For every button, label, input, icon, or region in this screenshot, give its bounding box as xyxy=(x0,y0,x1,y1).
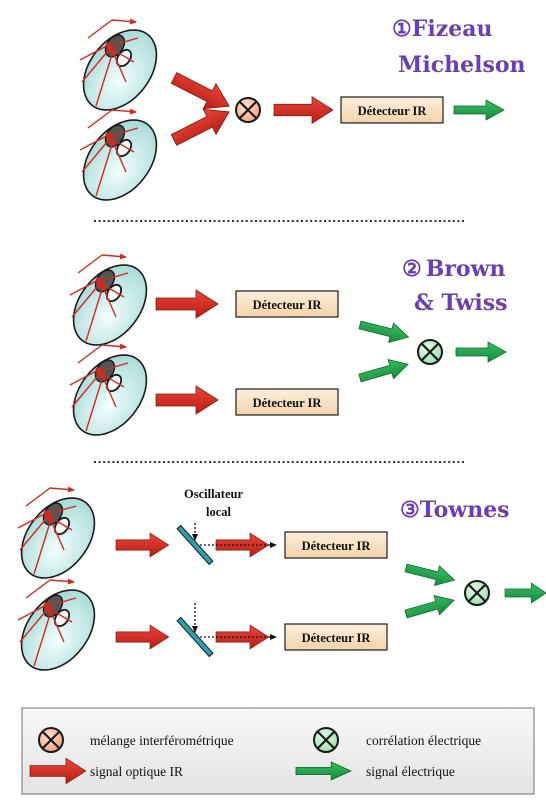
telescope-2-icon xyxy=(69,106,172,214)
telescope-1-icon xyxy=(69,16,172,124)
detector-box-2: Détecteur IR xyxy=(235,388,339,416)
optical-arrow xyxy=(167,98,236,153)
oscillator-label-line-2: local xyxy=(206,505,232,519)
electrical-arrow xyxy=(402,590,458,625)
detector-label: Détecteur IR xyxy=(302,631,372,645)
electrical-arrow xyxy=(455,341,507,363)
optical-arrow xyxy=(167,65,236,120)
electrical-arrow xyxy=(504,582,546,604)
electrical-arrow xyxy=(403,557,458,591)
detector-label: Détecteur IR xyxy=(253,396,323,410)
detector-box-2: Détecteur IR xyxy=(284,623,388,651)
legend-electrical-label: signal électrique xyxy=(366,764,455,779)
legend-optical-label: signal optique IR xyxy=(90,764,183,779)
optical-arrow xyxy=(155,289,219,319)
electrical-correlation-icon xyxy=(312,726,340,754)
detector-box: Détecteur IR xyxy=(340,96,444,124)
telescope-2-icon xyxy=(59,341,162,449)
optical-arrow xyxy=(273,96,334,124)
electrical-correlation-icon xyxy=(416,338,444,366)
interferometric-mixing-icon xyxy=(37,726,65,754)
detector-box-1: Détecteur IR xyxy=(284,531,388,559)
detector-box-1: Détecteur IR xyxy=(235,290,339,318)
electrical-arrow xyxy=(356,354,412,389)
section-1-title: ①Fizeau xyxy=(392,16,492,42)
interferometric-mixing-icon xyxy=(234,96,262,124)
detector-label: Détecteur IR xyxy=(302,539,372,553)
optical-arrow xyxy=(155,385,219,415)
telescope-1-icon xyxy=(59,251,162,359)
oscillator-label: Oscillateur xyxy=(184,487,243,501)
section-2-subtitle: & Twiss xyxy=(414,290,508,316)
section-1: ①Fizeau Michelson Détecteur IR xyxy=(69,16,526,214)
section-3-title: ③Townes xyxy=(400,497,510,523)
legend-mixing-label: mélange interférométrique xyxy=(90,733,234,748)
optical-arrow xyxy=(115,532,170,558)
legend: mélange interférométrique corrélation él… xyxy=(21,707,535,795)
section-1-subtitle: Michelson xyxy=(398,52,526,78)
section-3: ③Townes Oscillateur local Détecteur IR D… xyxy=(7,484,546,684)
detector-label: Détecteur IR xyxy=(358,104,428,118)
optical-arrow xyxy=(115,624,170,650)
telescope-1-icon xyxy=(7,484,110,592)
telescope-2-icon xyxy=(7,576,110,684)
legend-correlation-label: corrélation électrique xyxy=(366,733,481,748)
electrical-correlation-icon xyxy=(463,579,491,607)
electrical-arrow xyxy=(357,314,412,348)
electrical-arrow xyxy=(453,99,505,121)
detector-label: Détecteur IR xyxy=(253,298,323,312)
